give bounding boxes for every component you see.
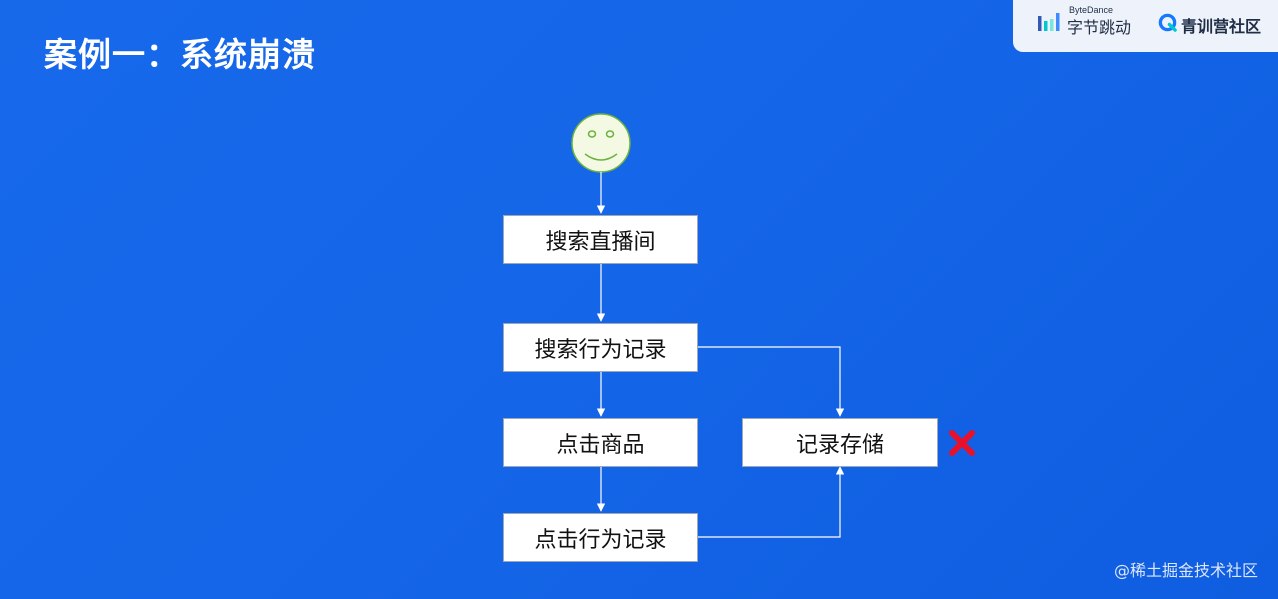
node-click-record: 点击行为记录 [503,513,698,562]
node-click-product: 点击商品 [503,418,698,467]
logo-bar: ByteDance 字节跳动 青训营社区 [1013,0,1278,52]
community-logo-icon [1158,13,1177,32]
bytedance-wordmark-small: ByteDance [1069,5,1114,15]
arrow-click-record-to-storage [698,466,845,538]
smiley-face-icon [571,113,631,173]
bytedance-wordmark: 字节跳动 [1067,18,1132,37]
node-search-live: 搜索直播间 [503,215,698,264]
slide-title: 案例一：系统崩溃 [44,35,316,74]
source-credit: @稀土掘金技术社区 [1113,561,1258,580]
community-wordmark: 青训营社区 [1181,17,1262,36]
arrow-search-record-to-storage [698,346,845,417]
bytedance-logo-icon [1038,13,1060,31]
red-x-icon [949,430,975,456]
node-record-storage: 记录存储 [742,418,938,467]
node-search-record: 搜索行为记录 [503,323,698,372]
